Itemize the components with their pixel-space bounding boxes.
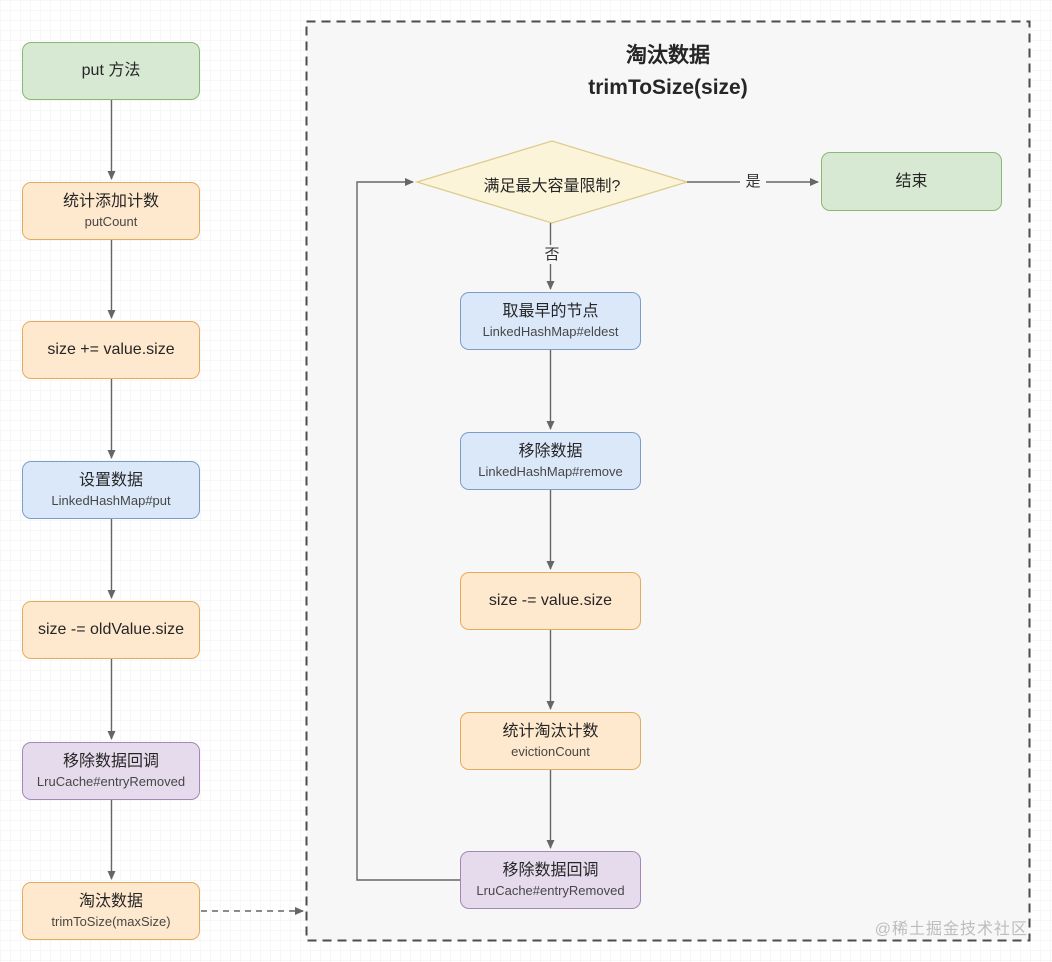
node-sublabel: LinkedHashMap#remove: [478, 463, 623, 479]
node-label: 设置数据: [78, 471, 143, 489]
arrow-loop-back: [356, 178, 460, 881]
panel-title-line2: trimToSize(size): [588, 76, 748, 99]
node-sublabel: trimToSize(maxSize): [51, 913, 171, 929]
node-label: 移除数据: [518, 442, 583, 460]
node-label: size += value.size: [47, 341, 175, 358]
node-entry-removed: 移除数据回调 LruCache#entryRemoved: [22, 742, 200, 800]
node-sublabel: LinkedHashMap#put: [51, 492, 171, 508]
node-sublabel: LinkedHashMap#eldest: [482, 323, 619, 339]
node-label: 结束: [895, 172, 928, 190]
node-size-plus: size += value.size: [22, 321, 200, 379]
node-eviction-count: 统计淘汰计数 evictionCount: [460, 712, 641, 770]
node-size-minus-value: size -= value.size: [460, 572, 641, 630]
decision-label: 满足最大容量限制?: [483, 178, 621, 195]
node-label: 淘汰数据: [78, 892, 143, 910]
node-size-minus-old: size -= oldValue.size: [22, 601, 200, 659]
node-sublabel: putCount: [84, 213, 138, 229]
node-panel-entry-removed: 移除数据回调 LruCache#entryRemoved: [460, 851, 641, 909]
panel-title: 淘汰数据 trimToSize(size): [306, 40, 1030, 104]
node-remove-data: 移除数据 LinkedHashMap#remove: [460, 432, 641, 490]
node-sublabel: LruCache#entryRemoved: [476, 882, 625, 898]
node-label: put 方法: [81, 62, 141, 79]
branch-label-no: 否: [539, 245, 565, 264]
node-label: 移除数据回调: [502, 861, 599, 879]
node-label: 统计淘汰计数: [502, 722, 599, 740]
node-sublabel: evictionCount: [511, 743, 590, 759]
node-eldest: 取最早的节点 LinkedHashMap#eldest: [460, 292, 641, 350]
branch-label-yes: 是: [740, 172, 766, 191]
node-label: size -= value.size: [488, 592, 613, 609]
node-trim-to-size: 淘汰数据 trimToSize(maxSize): [22, 882, 200, 940]
node-label: 移除数据回调: [62, 752, 159, 770]
node-label: size -= oldValue.size: [38, 621, 184, 638]
node-label: 统计添加计数: [62, 192, 159, 210]
node-put-count: 统计添加计数 putCount: [22, 182, 200, 240]
node-label: 取最早的节点: [502, 302, 599, 320]
watermark: @稀土掘金技术社区: [874, 921, 1028, 938]
panel-title-line1: 淘汰数据: [626, 44, 710, 67]
node-end: 结束: [821, 152, 1002, 211]
node-set-data: 设置数据 LinkedHashMap#put: [22, 461, 200, 519]
node-put-method: put 方法: [22, 42, 200, 100]
node-sublabel: LruCache#entryRemoved: [36, 773, 186, 789]
